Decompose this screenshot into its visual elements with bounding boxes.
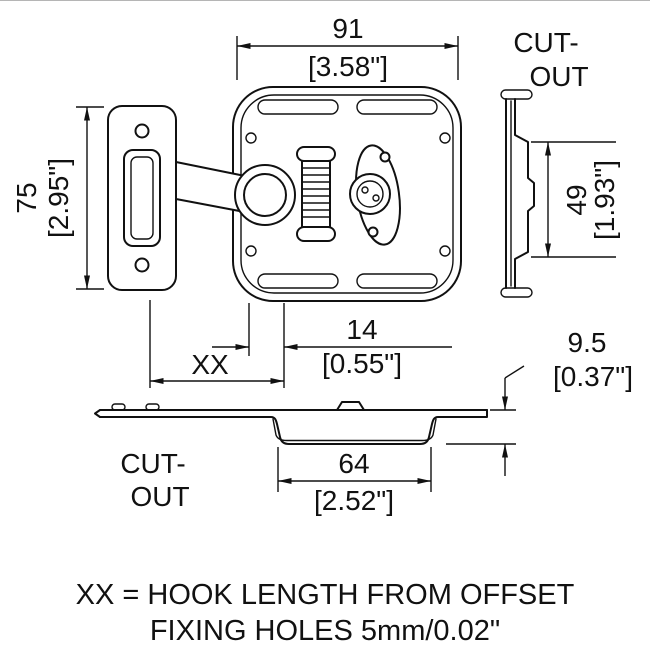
knob-edge-profile [336,401,365,411]
dim-depth-mm: 9.5 [568,327,607,358]
dim-cutout-width-in: [2.52"] [314,485,394,516]
dim-height [76,106,104,290]
hook-ring-inner [243,173,287,217]
dim-cutout-height [531,141,616,258]
bottom-view [94,401,488,445]
dim-width-in: [3.58"] [308,51,388,82]
rivet-hole [245,132,257,144]
note-line1: XX = HOOK LENGTH FROM OFFSET [76,579,575,611]
cutout-label-top-line2: OUT [529,61,588,92]
front-view [107,86,462,302]
dim-hook-offset-in: [0.55"] [322,348,402,379]
knob-hole-top [379,151,391,163]
note-line2: FIXING HOLES 5mm/0.02" [150,615,500,647]
pan-slot-top-left [257,99,339,115]
knob-hub-inner [356,180,384,208]
fixing-hole-bottom [134,257,150,273]
side-flange-bottom [500,287,533,298]
fixing-hole-top [134,123,150,139]
side-flange-top [500,89,533,100]
pan-recess-inner [272,418,437,442]
keeper-slot-inner [130,156,154,240]
pan-recess-profile [263,416,444,445]
knob-hub-outer [349,173,391,215]
dim-hook-offset [149,300,452,388]
spring-cap-bottom [296,226,336,242]
rivet-hole [439,132,451,144]
dim-height-mm: 75 [11,182,42,213]
dim-hook-offset-mm: 14 [346,314,377,345]
plate-screw-profile [111,403,126,411]
side-view [500,89,535,298]
spring-coils [302,167,330,218]
dim-cutout-width-mm: 64 [338,448,369,479]
dim-depth [446,365,525,476]
lid-bottom-line [99,409,488,418]
dim-depth-in: [0.37"] [553,361,633,392]
dim-cutout-height-in: [1.93"] [589,160,620,240]
knob-pin [361,186,369,194]
cutout-label-top-line1: CUT- [513,27,578,58]
knob-pin [372,194,380,202]
spring-cap-top [296,146,336,162]
side-dish-profile [514,98,535,289]
pan-slot-top-right [356,99,438,115]
keeper-plate [107,105,177,291]
spring-body [301,160,331,228]
lid-left-tip [94,409,101,418]
dim-hook-length-label: XX [191,349,229,380]
dim-cutout-width [277,447,432,492]
pan-slot-bottom-right [356,273,438,289]
keeper-slot-outer [123,149,161,247]
dim-width [236,36,459,80]
dim-cutout-height-mm: 49 [561,184,592,215]
cutout-label-bottom-line1: CUT- [120,448,185,479]
plate-screw-profile [145,403,160,411]
cutout-label-bottom-line2: OUT [130,481,189,512]
pan-slot-bottom-left [257,273,339,289]
dim-height-in: [2.95"] [43,158,74,238]
knob-hole-bottom [367,226,379,238]
rivet-hole [439,245,451,257]
page-border-top [0,0,650,1]
dim-width-mm: 91 [332,13,363,44]
rivet-hole [245,245,257,257]
